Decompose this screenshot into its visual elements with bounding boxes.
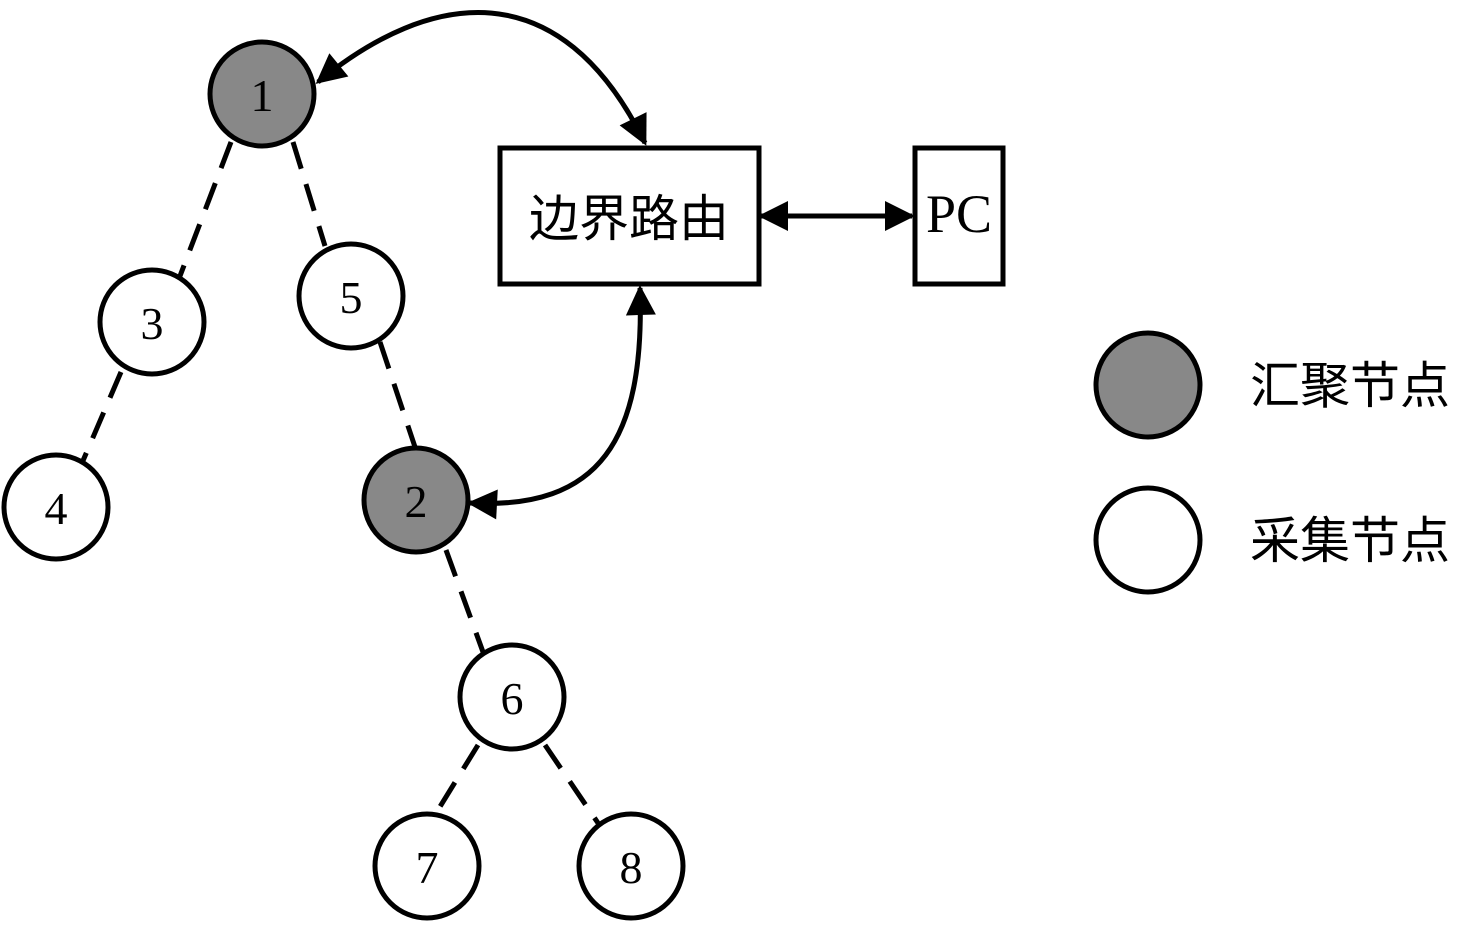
- edge-2-6: [443, 549, 486, 653]
- legend-item-collector: 采集节点: [1093, 485, 1450, 595]
- edge-6-7: [430, 743, 481, 820]
- legend: 汇聚节点 采集节点: [1093, 330, 1450, 595]
- nodes: 1 2 3 4 5 6 7 8: [1, 39, 686, 921]
- legend-item-sink: 汇聚节点: [1093, 330, 1450, 440]
- legend-collector-swatch: [1093, 485, 1203, 595]
- legend-sink-swatch: [1093, 330, 1203, 440]
- node-8-circle: [576, 811, 686, 921]
- edge-5-2: [377, 341, 419, 451]
- edge-6-8: [542, 743, 601, 825]
- pc-label: PC: [926, 184, 992, 244]
- node-3-circle: [97, 267, 207, 377]
- node-5-circle: [296, 241, 406, 351]
- node-8: 8: [576, 811, 686, 921]
- legend-sink-label: 汇聚节点: [1250, 357, 1450, 415]
- node-2: 2: [361, 445, 471, 555]
- node-7-label: 7: [416, 842, 439, 893]
- node-6-label: 6: [501, 673, 524, 724]
- node-5: 5: [296, 241, 406, 351]
- arrow-node1-router: [315, 10, 648, 146]
- node-6: 6: [457, 642, 567, 752]
- node-2-circle: [361, 445, 471, 555]
- node-7: 7: [372, 811, 482, 921]
- tree-edges: [79, 141, 601, 825]
- node-1-circle: [207, 39, 317, 149]
- link-arrows: [315, 10, 915, 520]
- border-router-box: 边界路由: [497, 145, 762, 287]
- border-router-label: 边界路由: [529, 190, 729, 248]
- node-4: 4: [1, 452, 111, 562]
- pc-box: PC: [912, 145, 1006, 287]
- node-1: 1: [207, 39, 317, 149]
- edge-1-5: [290, 141, 328, 247]
- node-3-label: 3: [141, 298, 164, 349]
- node-7-circle: [372, 811, 482, 921]
- node-3: 3: [97, 267, 207, 377]
- arrow-node2-router: [467, 285, 656, 520]
- node-4-circle: [1, 452, 111, 562]
- node-6-circle: [457, 642, 567, 752]
- node-5-label: 5: [340, 272, 363, 323]
- node-8-label: 8: [620, 842, 643, 893]
- legend-collector-label: 采集节点: [1250, 512, 1450, 570]
- node-4-label: 4: [45, 483, 68, 534]
- node-2-label: 2: [405, 476, 428, 527]
- edge-3-4: [79, 371, 124, 464]
- node-1-label: 1: [251, 70, 274, 121]
- edge-1-3: [177, 141, 234, 277]
